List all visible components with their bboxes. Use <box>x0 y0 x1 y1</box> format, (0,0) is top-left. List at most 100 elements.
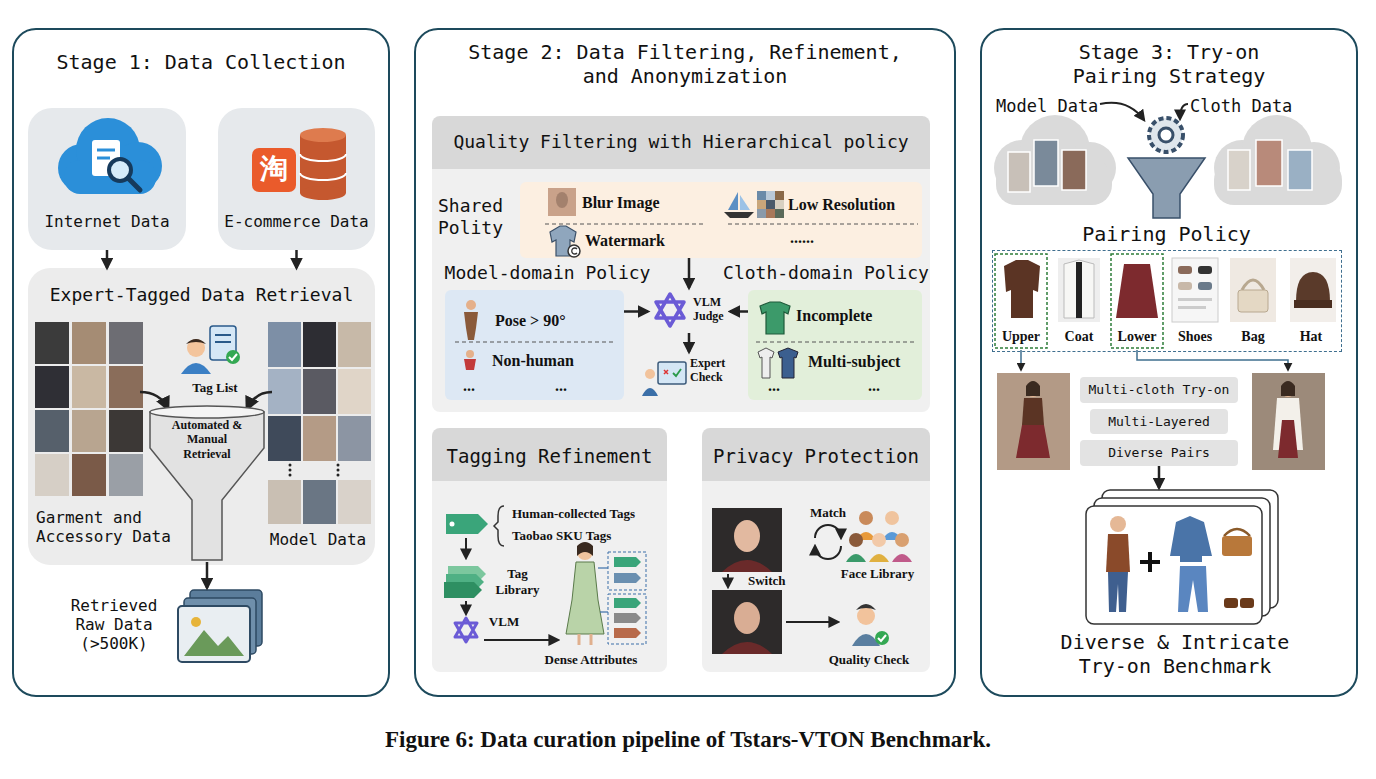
node-label: Pairing Policy <box>992 222 1342 246</box>
source-box: Internet Data <box>28 108 186 250</box>
clothing-items <box>1116 264 1158 318</box>
annotation-label: Shoes <box>1169 329 1221 346</box>
strategy-pill: Multi-Layered <box>1090 409 1228 434</box>
node-label: Stage 3: Try-on Pairing Strategy <box>1039 40 1299 88</box>
benchmark-cards <box>1108 572 1128 612</box>
clothing-items <box>1178 306 1206 309</box>
stage-panel: Stage 3: Try-on Pairing StrategyPairing … <box>980 28 1358 697</box>
annotation-label: Match <box>800 505 856 521</box>
benchmark-cards <box>1224 529 1250 536</box>
filter-box: Quality Filtering with Hierarchical poli… <box>432 116 930 412</box>
policy-box: Cloth-domain PolicyIncompleteMulti-subje… <box>748 290 922 400</box>
data-cloud <box>1034 140 1058 186</box>
annotation-label: VLM <box>482 614 526 630</box>
try-on-photo <box>1252 373 1325 470</box>
try-on-photo <box>1026 381 1040 396</box>
annotation-label: Lower <box>1111 329 1163 346</box>
clothing-items <box>1198 266 1212 274</box>
node-label: Multi-cloth Try-on <box>1080 377 1238 403</box>
node-label: Retrieved Raw Data (>500K) <box>58 596 170 654</box>
node-label: Internet Data <box>28 212 186 231</box>
annotation-label: Switch <box>748 573 804 589</box>
node-item: ... <box>555 376 585 395</box>
pairing-funnel <box>1149 118 1183 152</box>
benchmark-cards <box>1140 552 1160 572</box>
annotation-label: Tag Library <box>490 566 545 597</box>
node-item: Pose > 90° <box>495 311 615 330</box>
clothing-items <box>1137 350 1288 370</box>
try-on-photo <box>1281 381 1295 396</box>
node-label: Expert-Tagged Data Retrieval <box>28 284 375 306</box>
strategy-pill: Multi-cloth Try-on <box>1080 377 1238 403</box>
node-item: Incomplete <box>796 306 916 325</box>
node-label: Cloth-domain Policy <box>718 262 934 284</box>
try-on-photo <box>1273 398 1303 450</box>
pairing-funnel <box>1159 128 1173 142</box>
benchmark-cards <box>1178 566 1208 612</box>
process-box: Privacy Protection <box>702 428 930 672</box>
benchmark-cards <box>1094 498 1270 616</box>
raw-data: Retrieved Raw Data (>500K) <box>58 588 268 670</box>
node-item: ... <box>868 376 898 395</box>
source-box: E-commerce Data <box>218 108 375 250</box>
flow-arrow <box>206 562 209 588</box>
data-cloud <box>1242 115 1312 185</box>
annotation-label: Bag <box>1227 329 1279 346</box>
flow-arrow <box>1158 466 1161 488</box>
try-on-photo <box>997 373 1325 470</box>
data-cloud <box>1288 142 1340 194</box>
clothing-items <box>1238 290 1268 312</box>
node-label: Tagging Refinement <box>432 445 667 468</box>
data-cloud <box>1256 140 1282 186</box>
image-stack-icon <box>184 630 244 656</box>
image-stack-icon <box>191 617 201 627</box>
try-on-photo <box>1022 398 1044 425</box>
try-on-photo <box>1281 383 1295 397</box>
annotation-label: Cloth Data <box>1190 96 1300 116</box>
stage-panel: Stage 2: Data Filtering, Refinement, and… <box>414 28 956 697</box>
pairing-funnel <box>1128 158 1205 218</box>
figure-caption: Figure 6: Data curation pipeline of Tsta… <box>0 726 1376 754</box>
node-item: Non-human <box>492 351 612 370</box>
clothing-items <box>1178 298 1212 301</box>
process-box: Tagging Refinement <box>432 428 667 672</box>
clothing-items <box>1004 260 1040 318</box>
node-item: ...... <box>790 228 850 247</box>
data-cloud <box>1064 142 1116 194</box>
node-item: Watermark <box>585 231 695 250</box>
flow-arrow <box>106 250 109 268</box>
clothing-items <box>1172 258 1218 322</box>
clothing-items <box>1198 282 1212 290</box>
try-on-photo <box>1026 383 1040 397</box>
clothing-items <box>1178 282 1192 290</box>
clothing-items <box>1076 262 1082 318</box>
clothing-items <box>1111 254 1163 348</box>
annotation-label: Human-collected Tags <box>512 506 662 522</box>
clothing-items <box>1178 266 1192 274</box>
node-item: Blur Image <box>582 193 692 212</box>
annotation-label: Face Library <box>830 566 925 582</box>
clothing-items <box>1230 258 1276 322</box>
benchmark-cards <box>1240 598 1254 608</box>
clothing-items <box>1058 258 1100 322</box>
annotation-label: Model Data <box>262 530 374 549</box>
annotation-label: Quality Check <box>815 652 923 668</box>
node-item: ... <box>463 376 493 395</box>
benchmark-stack: Diverse & Intricate Try-on Benchmark <box>1040 488 1310 684</box>
benchmark-cards <box>1086 506 1262 624</box>
node-label: Stage 1: Data Collection <box>12 50 390 74</box>
pairing-box: Pairing Policy <box>992 250 1342 352</box>
benchmark-cards <box>1110 516 1126 532</box>
policy-box: Model-domain PolicyPose > 90°Non-human..… <box>445 290 624 400</box>
node-item: Low Resolution <box>788 195 918 214</box>
annotation-label: Taobao SKU Tags <box>512 528 662 544</box>
clothing-items <box>995 254 1336 370</box>
clothing-items <box>995 254 1047 348</box>
node-label: Diverse & Intricate Try-on Benchmark <box>1040 630 1310 678</box>
clothing-items <box>1242 280 1264 290</box>
clothing-items <box>1020 350 1022 370</box>
annotation-label: 淘 <box>252 152 296 186</box>
data-cloud <box>994 140 1050 196</box>
data-cloud <box>1228 150 1250 190</box>
